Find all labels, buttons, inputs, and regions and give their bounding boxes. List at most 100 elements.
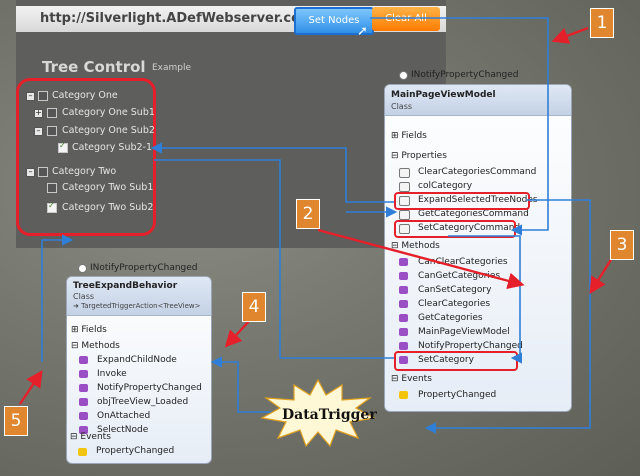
connector-line (370, 17, 549, 236)
checkbox[interactable] (38, 167, 48, 177)
method-icon (79, 356, 88, 364)
callout-4: 4 (242, 292, 266, 322)
treeexpandbehavior-class-box: TreeExpandBehavior Class ➜ TargetedTrigg… (66, 276, 212, 464)
method-item: ExpandChildNode (97, 355, 177, 365)
cursor-icon: ➚ (357, 24, 368, 39)
method-icon (399, 342, 408, 350)
method-icon (399, 300, 408, 308)
method-icon (399, 258, 408, 266)
checkbox[interactable] (47, 126, 57, 136)
method-icon (399, 356, 408, 364)
method-item: objTreeView_Loaded (97, 397, 189, 407)
property-icon (399, 182, 410, 192)
class-type: Class (391, 102, 413, 111)
method-item: Invoke (97, 369, 127, 379)
callout-arrow (589, 257, 614, 295)
tree-node-label: Category One Sub2 (62, 125, 155, 136)
expand-icon[interactable]: + (34, 108, 43, 118)
interface-icon (78, 264, 87, 273)
method-icon (399, 328, 408, 336)
collapse-icon[interactable]: – (34, 127, 43, 136)
callout-5: 5 (4, 406, 28, 436)
class-name: MainPageViewModel (391, 90, 496, 100)
method-item: NotifyPropertyChanged (97, 383, 202, 393)
event-item: PropertyChanged (96, 446, 175, 456)
method-item: SelectNode (97, 425, 149, 435)
checkbox[interactable] (58, 141, 68, 153)
tree-control-highlight (16, 78, 156, 236)
connector-line (210, 356, 272, 413)
tree-node-label: Category One Sub1 (62, 107, 155, 118)
datatrigger-label: DataTrigger (282, 407, 377, 423)
callout-arrow (551, 26, 589, 44)
interface-label: INotifyPropertyChanged (90, 263, 198, 273)
events-label: Events (80, 432, 111, 442)
callout-1: 1 (590, 8, 614, 38)
method-item: SetCategory (418, 355, 474, 365)
method-icon (79, 370, 88, 378)
property-item: ClearCategoriesCommand (418, 167, 537, 177)
properties-label: Properties (401, 151, 447, 161)
events-expander[interactable]: ⊟ Events (391, 374, 432, 384)
properties-expander[interactable]: ⊟ Properties (391, 151, 447, 161)
property-icon (399, 224, 410, 234)
connector-line (150, 142, 394, 203)
interface-icon (399, 71, 408, 80)
interface-label: INotifyPropertyChanged (411, 70, 519, 80)
method-item: CanSetCategory (418, 285, 492, 295)
event-icon (399, 391, 408, 399)
method-icon (399, 314, 408, 322)
fields-expander[interactable]: ⊞ Fields (71, 325, 107, 335)
class-name: TreeExpandBehavior (73, 281, 178, 291)
callout-2: 2 (296, 199, 320, 229)
set-nodes-button[interactable]: Set Nodes (294, 7, 374, 35)
method-item: CanClearCategories (418, 257, 508, 267)
method-icon (79, 412, 88, 420)
callout-arrow (317, 228, 525, 290)
event-item: PropertyChanged (418, 390, 497, 400)
method-item: MainPageViewModel (418, 327, 510, 337)
method-item: ClearCategories (418, 299, 491, 309)
events-expander[interactable]: ⊟ Events (70, 432, 111, 442)
connector-line (448, 235, 522, 364)
method-item: CanGetCategories (418, 271, 501, 281)
events-label: Events (401, 374, 432, 384)
connector-line (41, 234, 74, 362)
methods-expander[interactable]: ⊟ Methods (391, 241, 440, 251)
collapse-icon[interactable]: – (26, 168, 35, 177)
tree-node-label: Category One (52, 90, 118, 101)
callout-arrow (19, 370, 43, 405)
checkbox[interactable] (47, 183, 57, 193)
expandselectedtreenodes-highlight (394, 192, 530, 210)
property-item: SetCategoryCommand (418, 223, 521, 233)
method-icon (79, 398, 88, 406)
method-icon (399, 286, 408, 294)
method-item: NotifyPropertyChanged (418, 341, 523, 351)
url-text: http://Silverlight.ADefWebserver.com (40, 11, 314, 26)
property-icon (399, 210, 410, 220)
fields-label: Fields (401, 131, 427, 141)
base-class: ➜ TargetedTriggerAction<TreeView> (73, 302, 201, 310)
fields-label: Fields (81, 325, 107, 335)
checkbox[interactable] (47, 108, 57, 118)
property-icon (399, 196, 410, 206)
callout-arrow (224, 319, 251, 348)
property-item: GetCategoriesCommand (418, 209, 529, 219)
connector-line (424, 199, 591, 434)
checkbox[interactable] (38, 91, 48, 101)
collapse-icon[interactable]: – (26, 92, 35, 101)
tree-node-label: Category Sub2-1 (72, 142, 153, 153)
mainpageviewmodel-class-box: MainPageViewModel Class ⊞ Fields ⊟ Prope… (384, 84, 572, 412)
property-item: ExpandSelectedTreeNodes (418, 195, 538, 205)
fields-expander[interactable]: ⊞ Fields (391, 131, 427, 141)
app-window (16, 0, 446, 248)
methods-expander[interactable]: ⊟ Methods (71, 341, 120, 351)
method-item: OnAttached (97, 411, 151, 421)
method-icon (399, 272, 408, 280)
checkbox[interactable] (47, 201, 57, 213)
event-icon (78, 448, 87, 456)
tree-node-label: Category Two Sub1 (62, 182, 154, 193)
class-header (385, 85, 571, 116)
methods-label: Methods (81, 341, 120, 351)
